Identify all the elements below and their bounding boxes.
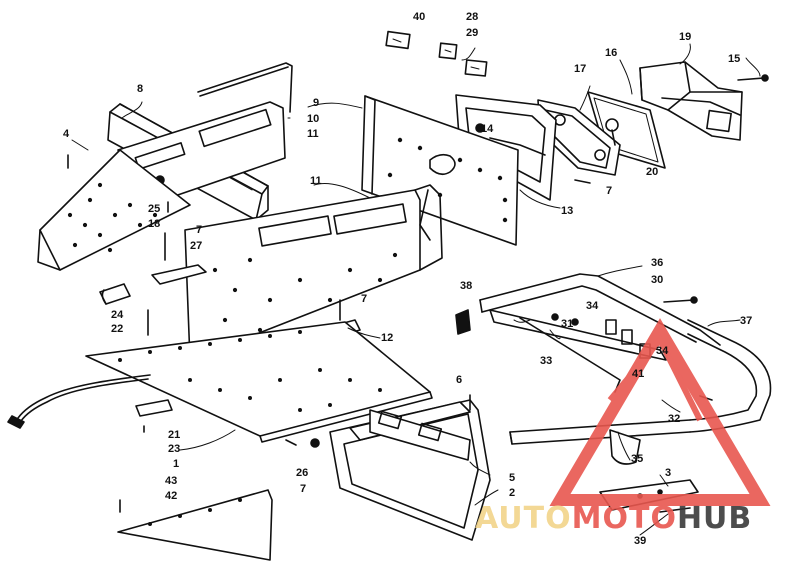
callout-12: 12 [381, 332, 393, 344]
lower-skirt-42 [117, 489, 273, 561]
rod-10 [197, 62, 293, 113]
callout-34-right: 34 [656, 345, 669, 357]
callout-30: 30 [651, 274, 663, 286]
callout-11-lower: 11 [310, 175, 322, 187]
callout-39: 39 [634, 535, 646, 547]
decal-28 [438, 42, 458, 60]
callout-3: 3 [665, 467, 671, 479]
floor-pan-1 [85, 321, 433, 443]
callout-11-upper: 11 [307, 128, 319, 140]
callout-24: 24 [111, 309, 124, 321]
callout-1: 1 [173, 458, 179, 470]
callout-labels: 40 28 29 19 16 15 17 8 9 10 11 14 4 20 7… [63, 11, 752, 547]
callout-7-right: 7 [606, 185, 612, 197]
clip-27 [151, 264, 207, 285]
callout-29: 29 [466, 27, 478, 39]
callout-2: 2 [509, 487, 515, 499]
decal-29 [464, 59, 488, 77]
leader-lines [71, 43, 761, 536]
callout-15: 15 [728, 53, 740, 65]
callout-5: 5 [509, 472, 515, 484]
side-panel-lower-11 [184, 184, 443, 361]
callout-36: 36 [651, 257, 663, 269]
callout-37: 37 [740, 315, 752, 327]
callout-26: 26 [296, 467, 308, 479]
cable-harness [7, 374, 151, 429]
callout-9: 9 [313, 97, 319, 109]
handle-38 [455, 309, 471, 335]
callout-35: 35 [631, 453, 643, 465]
callout-8: 8 [137, 83, 143, 95]
bolt-30 [663, 296, 698, 304]
callout-4: 4 [63, 128, 70, 140]
watermark-logo: AUTOMOTOHUB [475, 318, 771, 536]
callout-41: 41 [632, 368, 644, 380]
callout-23: 23 [168, 443, 180, 455]
flap-2 [329, 399, 491, 541]
bracket-35 [609, 429, 641, 465]
clip-21 [135, 399, 173, 417]
callout-10: 10 [307, 113, 319, 125]
bumper-frame-36 [479, 273, 721, 346]
callout-34-top: 34 [586, 300, 599, 312]
clip-24 [99, 283, 131, 305]
callout-25: 25 [148, 203, 160, 215]
rear-panel-9 [361, 95, 519, 246]
callout-43: 43 [165, 475, 177, 487]
screw-39 [659, 507, 691, 513]
callout-21: 21 [168, 429, 180, 441]
callout-7-bottom: 7 [300, 483, 306, 495]
side-skirt-4 [37, 149, 191, 271]
callout-7-mid: 7 [361, 293, 367, 305]
bolt-26 [310, 438, 320, 448]
callout-6: 6 [456, 374, 462, 386]
flap-bracket-5 [369, 409, 471, 461]
callout-27: 27 [190, 240, 202, 252]
callout-42: 42 [165, 490, 177, 502]
watermark-text: AUTOMOTOHUB [475, 501, 752, 536]
callout-40: 40 [413, 11, 425, 23]
clamps-34 [551, 313, 651, 359]
callout-14: 14 [481, 123, 494, 135]
callout-17: 17 [574, 63, 586, 75]
callout-38: 38 [460, 280, 472, 292]
callout-22: 22 [111, 323, 123, 335]
callout-28: 28 [466, 11, 478, 23]
callout-20: 20 [646, 166, 658, 178]
callout-7-top: 7 [196, 224, 202, 236]
callout-31: 31 [561, 318, 573, 330]
screw-15 [737, 74, 769, 82]
callout-19: 19 [679, 31, 691, 43]
callout-16: 16 [605, 47, 617, 59]
tail-light-housing-19 [639, 61, 743, 141]
bumper-37 [509, 319, 772, 445]
callout-33: 33 [540, 355, 552, 367]
callout-13: 13 [561, 205, 573, 217]
decal-40 [385, 30, 411, 50]
callout-18: 18 [148, 218, 160, 230]
callout-32: 32 [668, 413, 680, 425]
